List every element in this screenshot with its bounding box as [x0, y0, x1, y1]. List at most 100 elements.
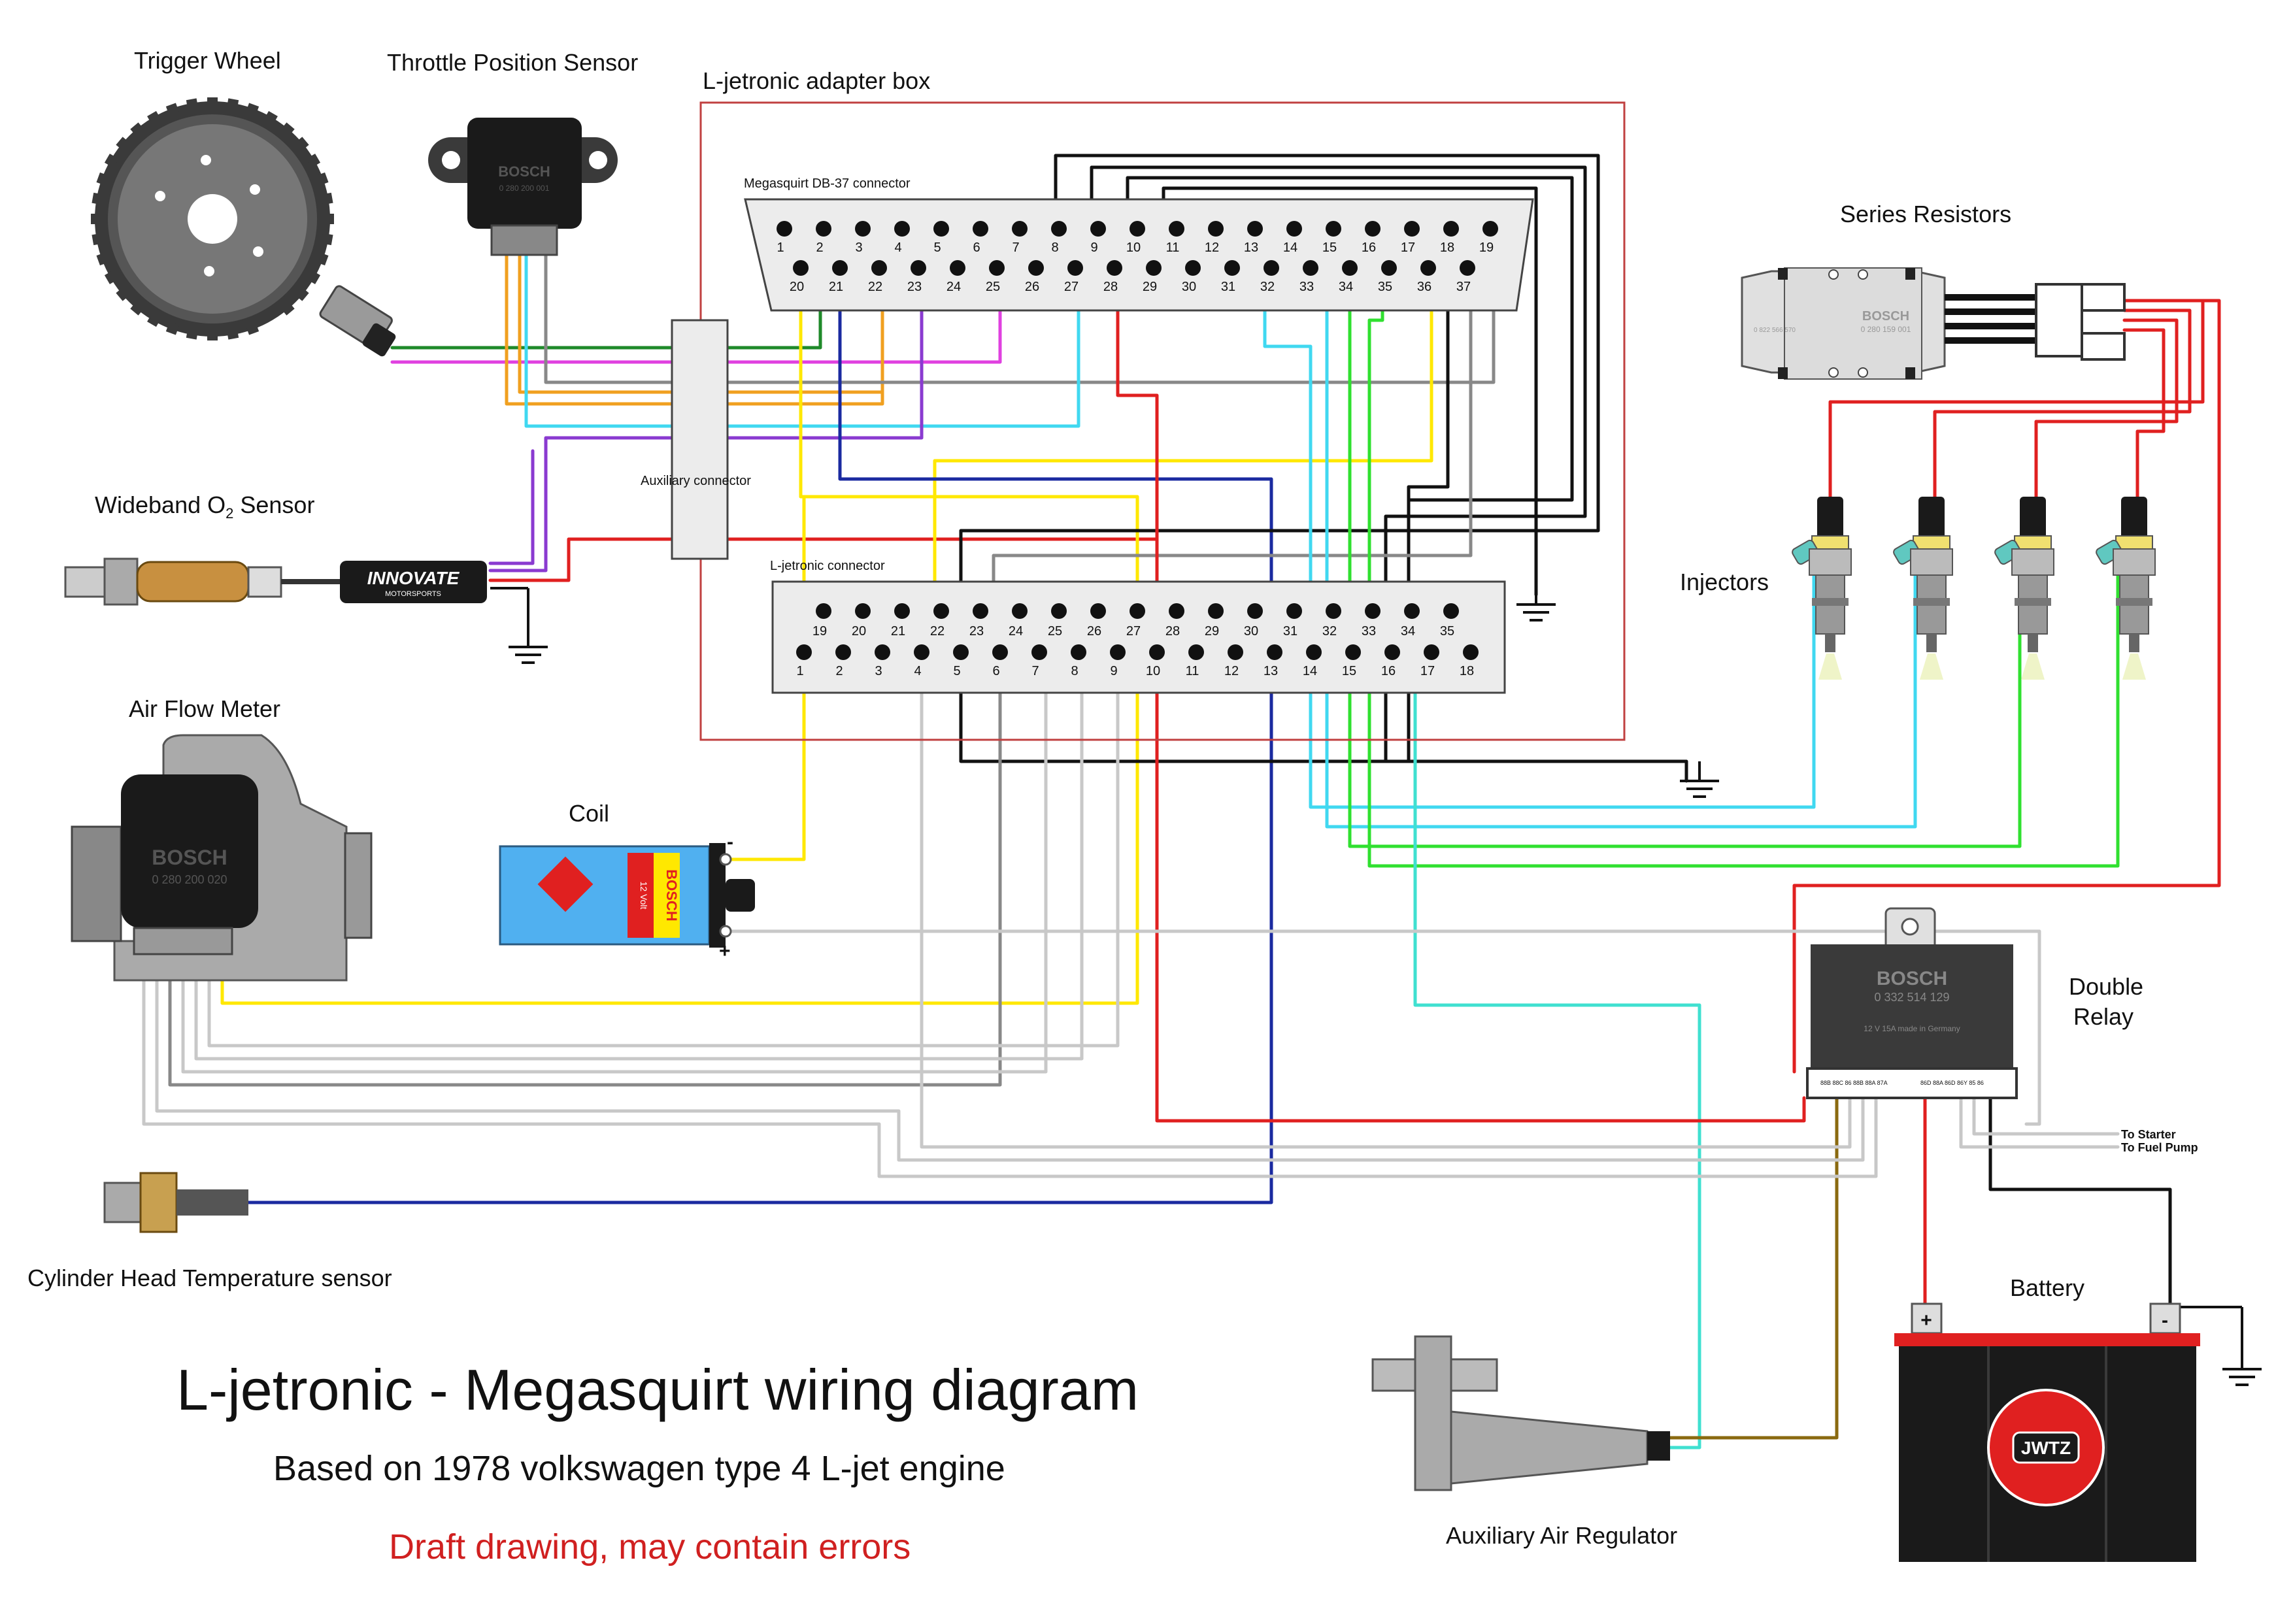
wheel-tooth: [92, 192, 104, 205]
aux-connector-label: Auxiliary connector: [641, 474, 751, 488]
pin-label: 5: [933, 240, 941, 255]
wire-brown-aar: [1668, 1096, 1839, 1440]
ljet-connector-label: L-jetronic connector: [770, 559, 885, 573]
pin-dot: [950, 260, 965, 276]
adapter-box-label: L-jetronic adapter box: [703, 67, 930, 94]
resistors-label: Series Resistors: [1840, 201, 2011, 227]
injector: [1893, 497, 1953, 680]
relay-pins-right: 86D 88A 86D 86Y 85 86: [1920, 1080, 1984, 1086]
trigger-sensor: [319, 285, 396, 357]
wheel-tooth: [306, 154, 321, 168]
pin-label: 20: [790, 280, 804, 294]
pin-dot: [1067, 260, 1083, 276]
pin-label: 34: [1401, 624, 1415, 638]
battery-minus: -: [2162, 1310, 2168, 1331]
wheel-tooth: [96, 252, 110, 266]
pin-label: 12: [1224, 664, 1239, 678]
pin-label: 23: [969, 624, 984, 638]
pin-label: 21: [891, 624, 905, 638]
injectors-label: Injectors: [1680, 569, 1769, 595]
pin-label: 4: [914, 664, 921, 678]
pin-dot: [1424, 644, 1439, 660]
pin-dot: [914, 644, 929, 660]
pin-dot: [1443, 603, 1459, 619]
pin-label: 17: [1401, 240, 1415, 255]
pin-label: 29: [1205, 624, 1219, 638]
pin-label: 28: [1165, 624, 1180, 638]
wire-lgray-4: [181, 674, 1048, 1074]
pin-dot: [973, 221, 988, 237]
afm-label: Air Flow Meter: [129, 695, 280, 722]
pin-dot: [1264, 260, 1279, 276]
wire-red-inj3: [2034, 318, 2179, 499]
pin-label: 31: [1221, 280, 1235, 294]
wheel-tooth: [280, 301, 295, 316]
innovate-sub: MOTORSPORTS: [385, 590, 441, 598]
innovate-logo: INNOVATE: [367, 568, 460, 588]
pin-label: 16: [1362, 240, 1376, 255]
db37-connector: [744, 198, 1534, 312]
pin-dot: [1012, 603, 1028, 619]
pin-label: 15: [1342, 664, 1356, 678]
to-fuel-pump-label: To Fuel Pump: [2121, 1141, 2198, 1154]
db37-label: Megasquirt DB-37 connector: [744, 176, 911, 191]
wheel-tooth: [226, 98, 239, 110]
pin-label: 3: [875, 664, 882, 678]
afm-part: 0 280 200 020: [152, 873, 227, 886]
pin-dot: [816, 221, 831, 237]
pin-dot: [1208, 603, 1224, 619]
pin-label: 20: [852, 624, 866, 638]
pin-dot: [1326, 603, 1341, 619]
wheel-tooth: [116, 286, 131, 301]
series-resistors: BOSCH 0 280 159 001 0 822 566 570: [1741, 267, 2126, 380]
pin-dot: [1420, 260, 1436, 276]
ignition-coil: BOSCH 12 Volt - +: [499, 831, 755, 962]
pin-dot: [911, 260, 926, 276]
aux-connector: [671, 319, 729, 560]
pin-label: 19: [812, 624, 827, 638]
pin-dot: [1381, 260, 1397, 276]
pin-label: 11: [1186, 664, 1199, 678]
pin-dot: [1303, 260, 1318, 276]
pin-label: 32: [1260, 280, 1275, 294]
pin-dot: [894, 221, 910, 237]
battery-badge: JWTZ: [2021, 1438, 2071, 1458]
wheel-tooth: [186, 98, 199, 110]
wheel-tooth: [321, 233, 333, 246]
wheel-tooth: [186, 327, 199, 340]
wheel-tooth: [280, 122, 295, 137]
wheel-tooth: [130, 122, 145, 137]
relay-part: 0 332 514 129: [1874, 991, 1949, 1004]
pin-label: 19: [1479, 240, 1494, 255]
wheel-tooth: [165, 322, 180, 335]
pin-label: 28: [1103, 280, 1118, 294]
wire-yellow-36: [933, 266, 1433, 646]
to-starter-label: To Starter: [2121, 1128, 2176, 1141]
pin-label: 18: [1440, 240, 1454, 255]
wheel-tooth: [324, 214, 334, 224]
pin-dot: [1326, 221, 1341, 237]
pin-dot: [1188, 644, 1204, 660]
pin-dot: [992, 644, 1008, 660]
pin-label: 37: [1456, 280, 1471, 294]
pin-dot: [777, 221, 792, 237]
pin-label: 2: [835, 664, 843, 678]
pin-label: 24: [1009, 624, 1023, 638]
coil-minus: -: [727, 831, 733, 853]
injector: [2096, 497, 2156, 680]
wheel-tooth: [226, 327, 239, 340]
coil-volt: 12 Volt: [639, 882, 649, 910]
pin-label: 22: [930, 624, 945, 638]
wheel-tooth: [245, 103, 259, 116]
wire-lgray-ljet4: [920, 674, 1852, 1149]
pin-label: 6: [973, 240, 980, 255]
pin-dot: [1224, 260, 1240, 276]
pin-dot: [1228, 644, 1243, 660]
battery: + - JWTZ: [1894, 1302, 2200, 1562]
relay-rating: 12 V 15A made in Germany: [1864, 1024, 1960, 1033]
injector: [1994, 497, 2054, 680]
cht-sensor: [103, 1172, 248, 1233]
wheel-tooth: [245, 322, 259, 335]
diagram-subtitle: Based on 1978 volkswagen type 4 L-jet en…: [273, 1449, 1005, 1488]
